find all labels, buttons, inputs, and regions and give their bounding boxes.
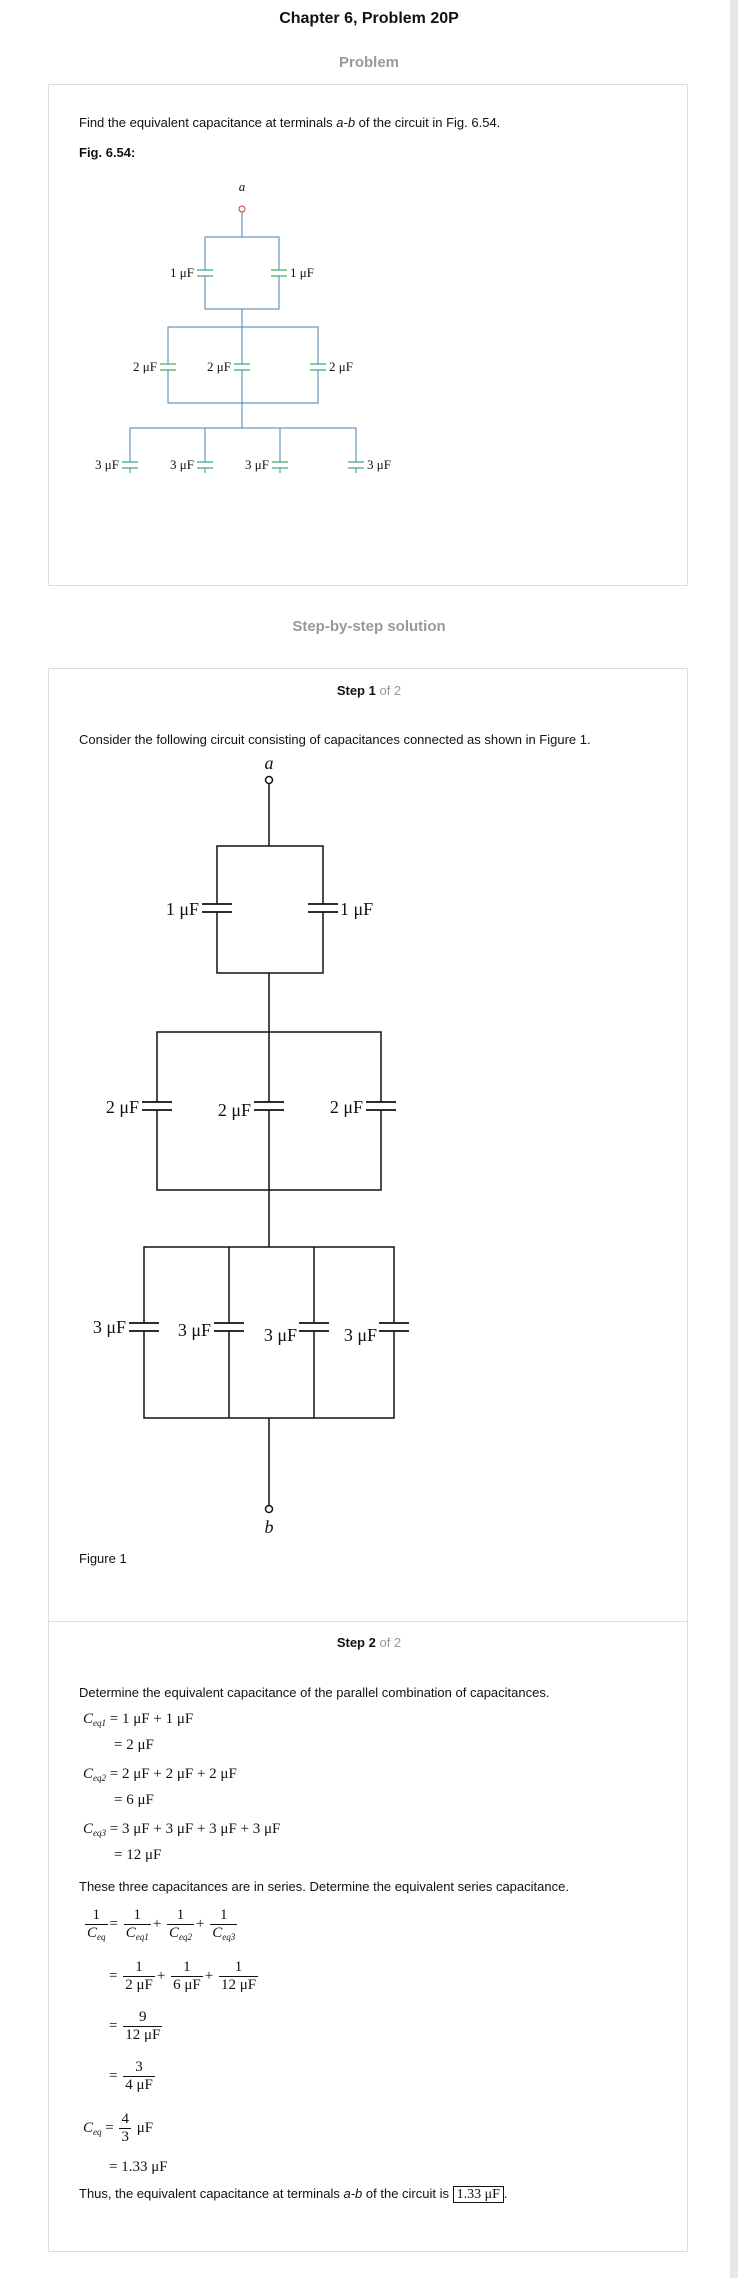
cap-label: 2 μF xyxy=(329,359,353,374)
cap-label: 2 μF xyxy=(106,1097,139,1117)
cap-label: 3 μF xyxy=(93,1317,126,1337)
cap-label: 1 μF xyxy=(170,265,194,280)
cap-label: 2 μF xyxy=(330,1097,363,1117)
cap-label: 3 μF xyxy=(264,1325,297,1345)
step2-intro: Determine the equivalent capacitance of … xyxy=(79,1685,550,1700)
terminal-a-icon xyxy=(264,775,274,785)
cap-label: 2 μF xyxy=(133,359,157,374)
series-text: These three capacitances are in series. … xyxy=(79,1879,569,1894)
node-b-label: b xyxy=(265,1517,274,1537)
page-title: Chapter 6, Problem 20P xyxy=(279,10,459,27)
step1-heading: Step 1 of 2 xyxy=(336,683,402,698)
ceq3-line1: Ceq3 = 3 μF + 3 μF + 3 μF + 3 μF xyxy=(83,1821,281,1838)
ceq-final: = 1.33 μF xyxy=(109,2159,168,2175)
figure-caption: Figure 1 xyxy=(79,1551,127,1566)
cap-label: 1 μF xyxy=(290,265,314,280)
ceq2-line2: = 6 μF xyxy=(114,1792,154,1808)
node-a-label: a xyxy=(265,753,274,773)
ceq1-line1: Ceq1 = 1 μF + 1 μF xyxy=(83,1711,194,1728)
scrollbar[interactable] xyxy=(730,0,738,2278)
problem-panel: Find the equivalent capacitance at termi… xyxy=(48,84,688,586)
ceq3-line2: = 12 μF xyxy=(114,1847,162,1863)
cap-label: 3 μF xyxy=(367,457,391,472)
cap-label: 3 μF xyxy=(344,1325,377,1345)
solution-panel: Step 1 of 2 Consider the following circu… xyxy=(48,668,688,2252)
step1-text: Consider the following circuit consistin… xyxy=(79,732,591,747)
cap-label: 3 μF xyxy=(170,457,194,472)
ceq1-line2: = 2 μF xyxy=(114,1737,154,1753)
figure-label: Fig. 6.54: xyxy=(79,145,136,160)
cap-label: 3 μF xyxy=(95,457,119,472)
terminal-b-icon xyxy=(264,1504,274,1514)
answer-box: 1.33 μF xyxy=(452,2186,504,2203)
cap-label: 2 μF xyxy=(207,359,231,374)
terminal-a-icon xyxy=(238,205,246,213)
cap-label: 3 μF xyxy=(245,457,269,472)
conclusion: Thus, the equivalent capacitance at term… xyxy=(79,2186,508,2203)
step-divider xyxy=(49,1621,687,1622)
ceq2-line1: Ceq2 = 2 μF + 2 μF + 2 μF xyxy=(83,1766,237,1783)
problem-statement: Find the equivalent capacitance at termi… xyxy=(79,115,501,130)
cap-label: 1 μF xyxy=(340,899,373,919)
cap-label: 2 μF xyxy=(218,1100,251,1120)
cap-label: 1 μF xyxy=(166,899,199,919)
step2-heading: Step 2 of 2 xyxy=(336,1635,402,1650)
problem-header: Problem xyxy=(338,54,399,71)
solution-header: Step-by-step solution xyxy=(292,618,446,635)
node-a-label: a xyxy=(239,179,246,194)
problem-circuit-diagram: a b 1 μF 1 μF 2 μF 2 μF 2 μF 3 μF 3 μF 3… xyxy=(95,179,391,473)
cap-label: 3 μF xyxy=(178,1320,211,1340)
step1-circuit-diagram: a b 1 μF 1 μF 2 μF 2 μF 2 μF 3 μF 3 μF 3… xyxy=(93,753,409,1537)
